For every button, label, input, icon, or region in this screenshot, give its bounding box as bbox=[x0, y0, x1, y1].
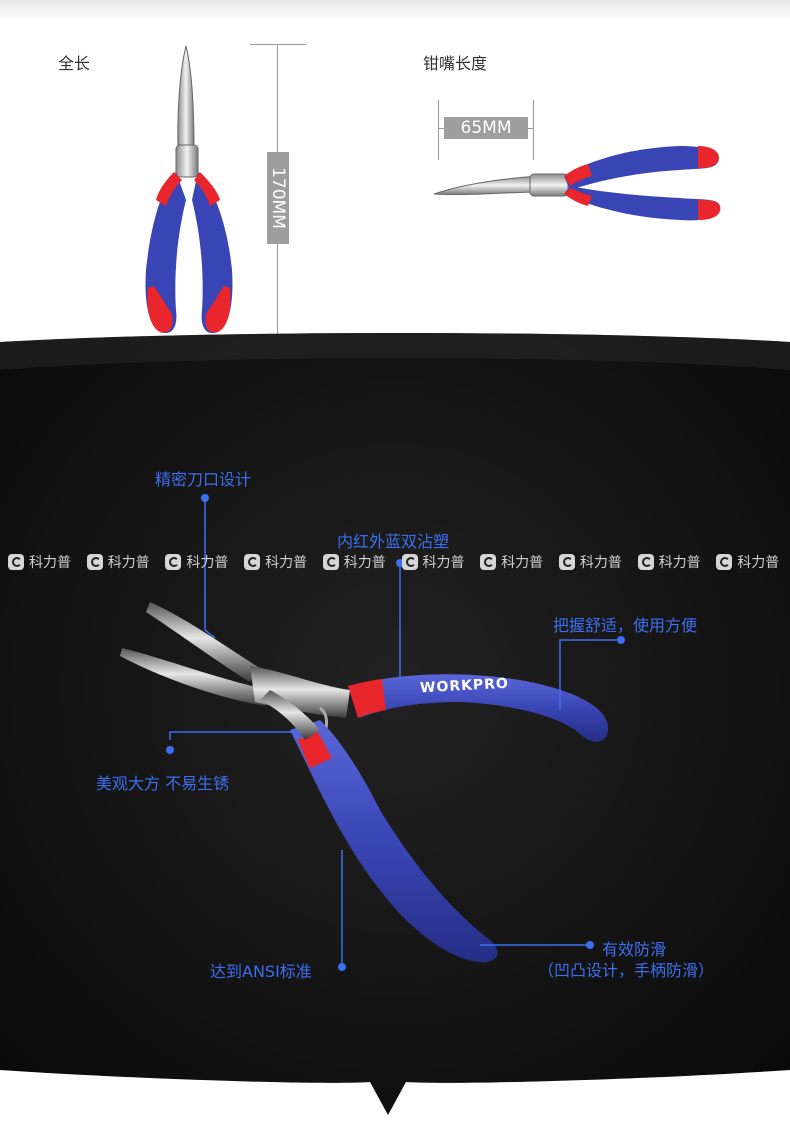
watermark-item: 科力普 bbox=[322, 552, 386, 572]
dim-top-line bbox=[250, 44, 306, 45]
watermark-logo-icon bbox=[165, 554, 182, 570]
total-length-value: 170MM bbox=[268, 167, 289, 229]
pliers-main-image bbox=[120, 602, 609, 963]
total-length-box: 170MM bbox=[267, 152, 289, 244]
callout-comfortable-grip: 把握舒适，使用方便 bbox=[553, 616, 698, 635]
callout-rust-proof: 美观大方 不易生锈 bbox=[96, 774, 230, 793]
watermark-item: 科力普 bbox=[480, 552, 543, 572]
dot-anti-slip bbox=[586, 941, 594, 949]
watermark-logo-icon bbox=[8, 554, 24, 570]
watermark-item: 科力普 bbox=[558, 552, 622, 572]
jaw-length-box: 65MM bbox=[444, 117, 528, 139]
watermark-logo-icon bbox=[322, 554, 339, 570]
watermark-text: 科力普 bbox=[737, 555, 780, 571]
watermark-text: 科力普 bbox=[501, 555, 544, 571]
watermark-text: 科力普 bbox=[107, 555, 150, 571]
pliers-vertical-image bbox=[145, 45, 233, 334]
dot-precision-edge bbox=[201, 494, 209, 502]
watermark-text: 科力普 bbox=[343, 555, 386, 571]
dark-section-background bbox=[0, 333, 790, 1123]
watermark-logo-icon bbox=[716, 554, 733, 570]
watermark-item: 科力普 bbox=[716, 552, 779, 572]
watermark-text: 科力普 bbox=[422, 555, 465, 571]
watermark-logo-icon bbox=[86, 554, 103, 570]
watermark-text: 科力普 bbox=[579, 555, 622, 571]
callout-ansi-standard: 达到ANSI标准 bbox=[210, 962, 312, 981]
jaw-length-label: 钳嘴长度 bbox=[423, 54, 488, 73]
watermark-item: 科力普 bbox=[86, 552, 150, 572]
callout-precision-edge: 精密刀口设计 bbox=[155, 470, 252, 489]
watermark-text: 科力普 bbox=[29, 555, 71, 571]
callout-anti-slip: 有效防滑 bbox=[602, 940, 667, 959]
dot-rust-proof bbox=[166, 746, 174, 754]
callout-anti-slip-detail: （凹凸设计，手柄防滑） bbox=[538, 961, 715, 980]
watermark-logo-icon bbox=[637, 554, 654, 570]
watermark-logo-icon bbox=[558, 554, 575, 570]
watermark-logo-icon bbox=[480, 554, 497, 570]
watermark-text: 科力普 bbox=[186, 555, 229, 571]
watermark-text: 科力普 bbox=[658, 555, 701, 571]
jaw-dim-left-line bbox=[438, 100, 439, 160]
watermark-logo-icon bbox=[401, 554, 418, 570]
watermark-item: 科力普 bbox=[637, 552, 701, 572]
callout-lines bbox=[166, 494, 625, 971]
dot-comfortable-grip bbox=[617, 636, 625, 644]
jaw-length-value: 65MM bbox=[460, 118, 512, 138]
watermark-item: 科力普 bbox=[165, 552, 228, 572]
total-length-label: 全长 bbox=[58, 54, 91, 73]
pliers-horizontal-image bbox=[433, 146, 721, 221]
watermark-logo-icon bbox=[244, 554, 261, 570]
top-gradient bbox=[0, 0, 790, 22]
watermark-item: 科力普 bbox=[401, 552, 465, 572]
jaw-dim-right-line bbox=[533, 100, 534, 160]
top-section: 全长 钳嘴长度 170MM 65MM bbox=[0, 0, 790, 380]
dot-ansi-standard bbox=[338, 963, 346, 971]
watermark-item: 科力普 bbox=[8, 552, 71, 572]
watermark-item: 科力普 bbox=[244, 552, 307, 572]
watermark-text: 科力普 bbox=[265, 555, 308, 571]
callout-dual-dip: 内红外蓝双沾塑 bbox=[337, 532, 450, 551]
